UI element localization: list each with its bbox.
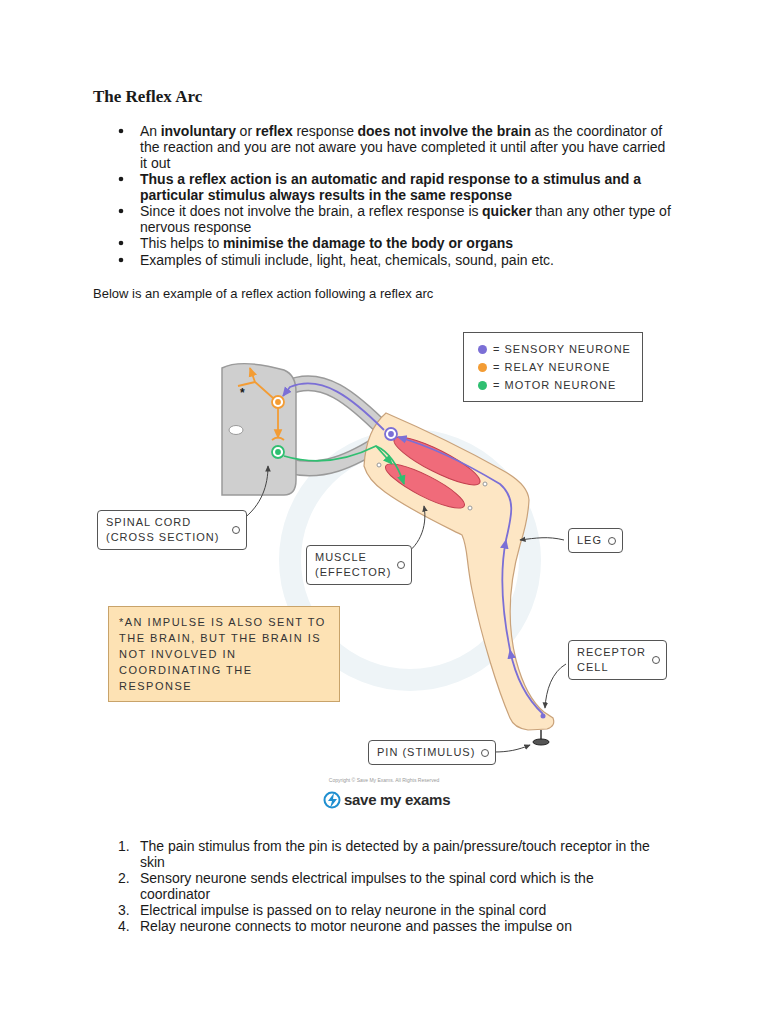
pin-head [533,739,549,745]
logo-ring [325,793,340,808]
bullet-bold-text: minimise the damage to the body or organ… [223,235,513,251]
tag-hole [397,561,405,569]
pin [533,714,549,746]
legend-row: = SENSORY NEURONE [478,340,642,358]
bullet-item: Thus a reflex action is an automatic and… [140,171,675,203]
bullet-bold-text: quicker [482,203,532,219]
legend-text: = MOTOR NEURONE [493,379,616,391]
relay-cell-body [272,396,284,408]
node-label: PIN (STIMULUS) [377,745,475,760]
muscle [381,457,469,516]
bullet-dot [119,258,124,263]
bullet-bold-text: involuntary [161,123,236,139]
step-number: 1. [118,838,130,854]
logo-text: save my exams [344,791,450,808]
bullet-text: An [140,123,157,139]
step-text: Relay neurone connects to motor neurone … [140,918,662,934]
leader-arrow [545,664,566,708]
tag-hole [608,537,616,545]
bullet-dot [119,209,124,214]
tendon [483,482,487,486]
bullet-dot [119,241,124,246]
legend-swatch [478,363,487,372]
bullet-text: Since it does not involve the brain, a r… [140,203,479,219]
note-box: *AN IMPULSE IS ALSO SENT TO THE BRAIN, B… [108,606,340,702]
spinal-cord-section [222,364,296,495]
tendon [377,463,381,467]
sensory-fibre [283,383,384,430]
tendon [468,506,472,510]
part-tag: MUSCLE (EFFECTOR) [306,545,412,585]
legend-box: = SENSORY NEURONE = RELAY NEURONE = MOTOR … [463,332,643,402]
bullet-bold-text: does not involve the brain [358,123,531,139]
relay-branch [238,382,255,386]
legend-row: = MOTOR NEURONE [478,376,642,394]
sensory-nucleus [389,432,393,436]
step-text: Electrical impulse is passed on to relay… [140,902,662,918]
logo-icon [325,793,340,809]
spinal-cord [222,364,386,495]
page-title: The Reflex Arc [93,87,202,107]
receptor-cell [541,714,546,719]
tag-hole [652,656,660,664]
sensory-fibre [398,437,511,540]
bullet-text: response [296,123,354,139]
motor-neurone [272,446,404,484]
part-tag: PIN (STIMULUS) [368,740,496,765]
logo-bolt [328,793,337,808]
part-tag: RECEPTOR CELL [568,640,667,680]
bullet-text: or [240,123,252,139]
legend-text: = SENSORY NEURONE [493,343,631,355]
part-tag: SPINAL CORD (CROSS SECTION) [97,510,247,550]
relay-fibre [277,408,279,438]
step-number: 4. [118,918,130,934]
sensory-fibre [503,540,510,650]
legend-row: = RELAY NEURONE [478,358,642,376]
node-label: *AN IMPULSE IS ALSO SENT TO THE BRAIN, B… [119,614,329,694]
legend-text: = RELAY NEURONE [493,361,611,373]
intro-text: Below is an example of a reflex action f… [93,286,713,301]
part-tag: LEG [568,528,623,553]
bullet-item: Examples of stimuli include, light, heat… [140,252,675,268]
bullet-item: This helps tominimise the damage to the … [140,235,675,251]
legend-swatch [478,345,487,354]
node-label: RECEPTOR CELL [577,645,646,675]
bullet-dots [119,129,124,263]
motor-fibre [284,446,404,484]
motor-nucleus [276,450,280,454]
relay-neurone [238,368,284,440]
motor-cell-body [272,446,284,458]
motor-fibre [376,446,392,464]
bullet-text: Examples of stimuli include, light, heat… [140,252,554,268]
bullet-item: Aninvoluntaryorreflexresponsedoes not in… [140,123,675,171]
leader-arrow [494,745,530,752]
tag-hole [232,526,240,534]
bullet-dot [119,177,124,182]
sensory-cell-body [385,428,397,440]
step-number: 3. [118,902,130,918]
bullet-text: This helps to [140,235,219,251]
bullet-bold-text: reflex [256,123,293,139]
node-label: SPINAL CORD (CROSS SECTION) [106,515,226,545]
step-text: Sensory neurone sends electrical impulse… [140,870,662,902]
copyright-note: Copyright © Save My Exams. All Rights Re… [284,777,484,783]
tag-hole [481,749,489,757]
node-label: LEG [577,533,602,548]
synapse [272,438,284,441]
leader-arrow [520,538,564,540]
sensory-fibre [510,650,543,714]
asterisk-mark: * [240,386,245,400]
step-number: 2. [118,870,130,886]
node-label: MUSCLE (EFFECTOR) [315,550,391,580]
relay-nucleus [276,400,280,404]
step-text: The pain stimulus from the pin is detect… [140,838,662,870]
legend-swatch [478,381,487,390]
bullet-bold-text: Thus a reflex action is an automatic and… [140,171,641,203]
central-canal [229,426,243,435]
bullet-dot [119,129,124,134]
bullet-item: Since it does not involve the brain, a r… [140,203,675,235]
